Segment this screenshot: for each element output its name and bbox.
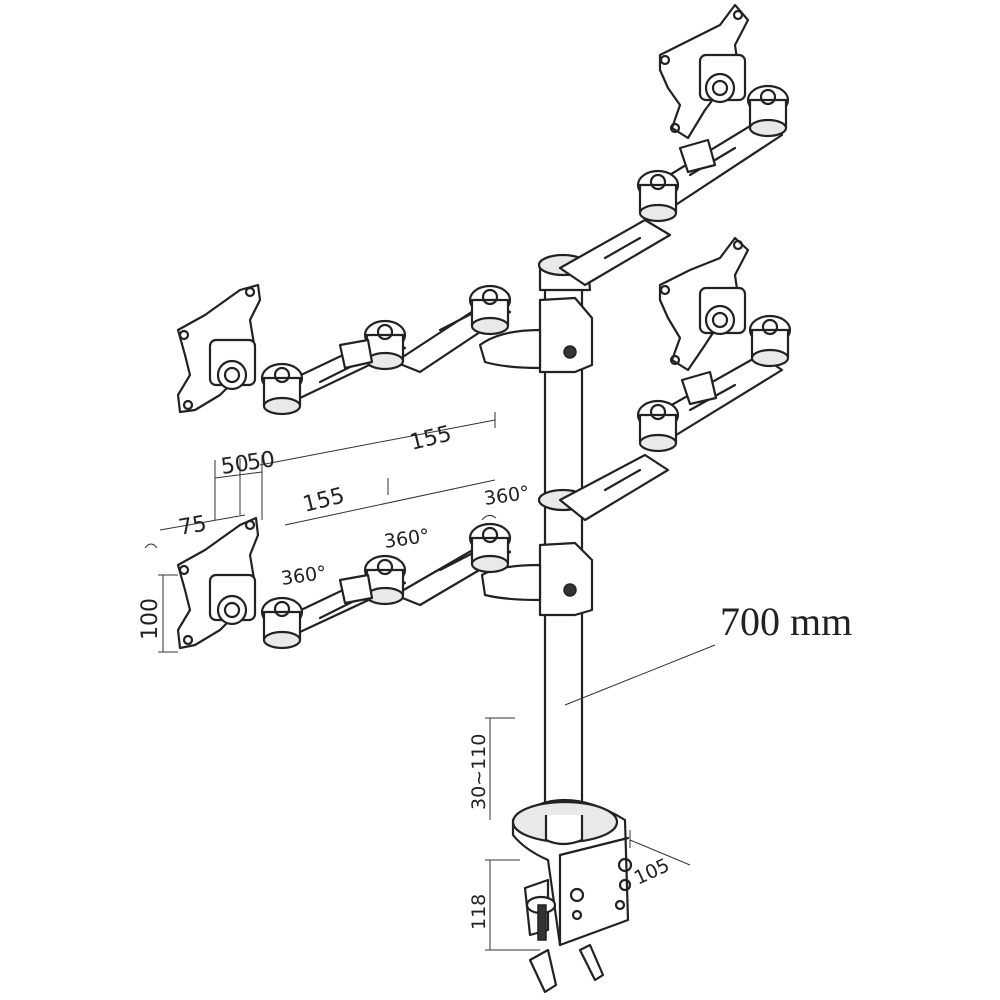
vesa-plate-top-left bbox=[176, 283, 262, 414]
pole-length-label: 700 mm bbox=[720, 599, 852, 644]
rotation-label-1: 360° bbox=[280, 562, 328, 590]
arm-top-left bbox=[260, 284, 512, 416]
vesa-width-label: 75 bbox=[177, 511, 209, 540]
dimension-lines bbox=[144, 412, 716, 951]
offset-label-a: 50 bbox=[219, 451, 250, 480]
arm-top-right bbox=[558, 84, 790, 287]
arm-bottom-left bbox=[260, 522, 512, 650]
vesa-plate-bottom-left bbox=[176, 516, 260, 650]
clamp-range-label: 30~110 bbox=[468, 734, 490, 810]
vesa-plate-top-right bbox=[658, 3, 750, 140]
offset-label-b: 50 bbox=[245, 447, 276, 476]
arm-segment-lower-label: 155 bbox=[300, 483, 347, 517]
arm-segment-upper-label: 155 bbox=[407, 421, 454, 455]
vesa-height-label: 100 bbox=[138, 598, 163, 640]
vesa-plate-middle-right bbox=[658, 236, 750, 372]
clamp-height-label: 118 bbox=[468, 894, 490, 930]
arm-middle-right bbox=[558, 314, 792, 522]
rotation-label-2: 360° bbox=[383, 525, 431, 553]
clamp-depth-label: 105 bbox=[631, 854, 673, 889]
desk-clamp bbox=[511, 798, 633, 994]
rotation-label-3: 360° bbox=[483, 482, 531, 510]
